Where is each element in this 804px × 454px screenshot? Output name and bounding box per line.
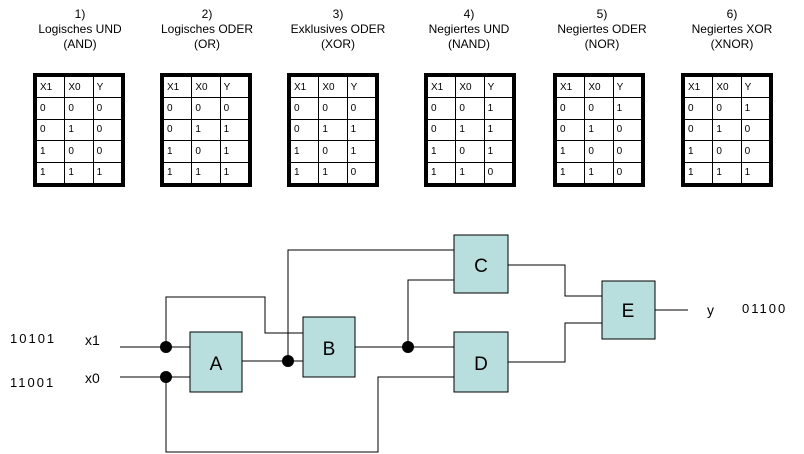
- truth-table-cell: 1: [191, 161, 221, 185]
- output-y-label: y: [707, 302, 714, 318]
- truth-table-cell: 1: [612, 97, 643, 120]
- gate-title-number: 3): [332, 7, 344, 21]
- block-b-label: B: [323, 339, 336, 360]
- block-c-label: C: [474, 256, 488, 277]
- gate-title: 6)Negiertes XOR(XNOR): [667, 7, 797, 52]
- wire-c-to-e: [508, 264, 602, 297]
- truth-table-cell: 0: [612, 161, 643, 185]
- truth-table-cell: 1: [740, 161, 771, 185]
- gate-title-number: 5): [596, 7, 608, 21]
- gate-title-number: 4): [463, 7, 475, 21]
- gate-title: 1)Logisches UND(AND): [15, 7, 145, 52]
- gate-title-abbr: (NAND): [448, 37, 490, 51]
- truth-table-cell: 1: [483, 140, 514, 163]
- input-x1-bits: 10101: [10, 331, 56, 346]
- truth-table-cell: 1: [219, 161, 250, 185]
- junction-dot-x1: [160, 341, 172, 353]
- gate-title-name: Exklusives ODER: [290, 22, 386, 36]
- block-d: [453, 331, 509, 393]
- input-x1-label: x1: [85, 332, 100, 348]
- gate-title-name: Logisches UND: [38, 22, 122, 36]
- block-e-label: E: [622, 301, 635, 322]
- gate-title: 5)Negiertes ODER(NOR): [537, 7, 667, 52]
- truth-table-cell: 1: [584, 161, 614, 185]
- gate-title-name: Negiertes UND: [428, 22, 510, 36]
- gate-title-abbr: (NOR): [584, 37, 620, 51]
- block-a-label: A: [210, 354, 223, 375]
- gate-title-number: 6): [726, 7, 738, 21]
- truth-table-cell: 0: [346, 161, 377, 185]
- block-d-label: D: [474, 354, 488, 375]
- gate-title-abbr: (XNOR): [710, 37, 754, 51]
- block-e: [601, 280, 656, 340]
- truth-table-cell: 0: [483, 161, 514, 185]
- gate-title-abbr: (OR): [194, 37, 220, 51]
- output-y-bits: 01100: [742, 301, 787, 316]
- block-c: [453, 234, 509, 294]
- truth-table-cell: 0: [346, 97, 377, 120]
- gate-title-name: Logisches ODER: [160, 22, 254, 36]
- gate-title-name: Negiertes XOR: [691, 22, 773, 36]
- gate-title-number: 1): [74, 7, 86, 21]
- gate-title-abbr: (XOR): [321, 37, 355, 51]
- truth-table-header-cell: Y: [219, 75, 250, 99]
- gate-title-number: 2): [201, 7, 213, 21]
- block-a: [189, 331, 243, 393]
- wire-a-to-c: [287, 249, 454, 361]
- input-x0-label: x0: [85, 370, 100, 386]
- junction-dot-x0: [160, 371, 172, 383]
- wire-b-to-c: [407, 279, 454, 347]
- wire-x0-to-d: [165, 376, 454, 453]
- block-b: [302, 316, 356, 378]
- gate-title: 2)Logisches ODER(OR): [142, 7, 272, 52]
- wire-d-to-e: [508, 322, 602, 363]
- junction-dot-a-out: [282, 355, 294, 367]
- wire-x1-to-b: [165, 296, 303, 347]
- gate-title: 3)Exklusives ODER(XOR): [273, 7, 403, 52]
- gate-title-abbr: (AND): [63, 37, 97, 51]
- gate-title: 4)Negiertes UND(NAND): [404, 7, 534, 52]
- junction-dot-b-out: [402, 341, 414, 353]
- truth-table-cell: 0: [92, 140, 123, 163]
- input-x0-bits: 11001: [10, 375, 55, 390]
- gate-title-name: Negiertes ODER: [557, 22, 647, 36]
- truth-table-cell: 1: [92, 161, 123, 185]
